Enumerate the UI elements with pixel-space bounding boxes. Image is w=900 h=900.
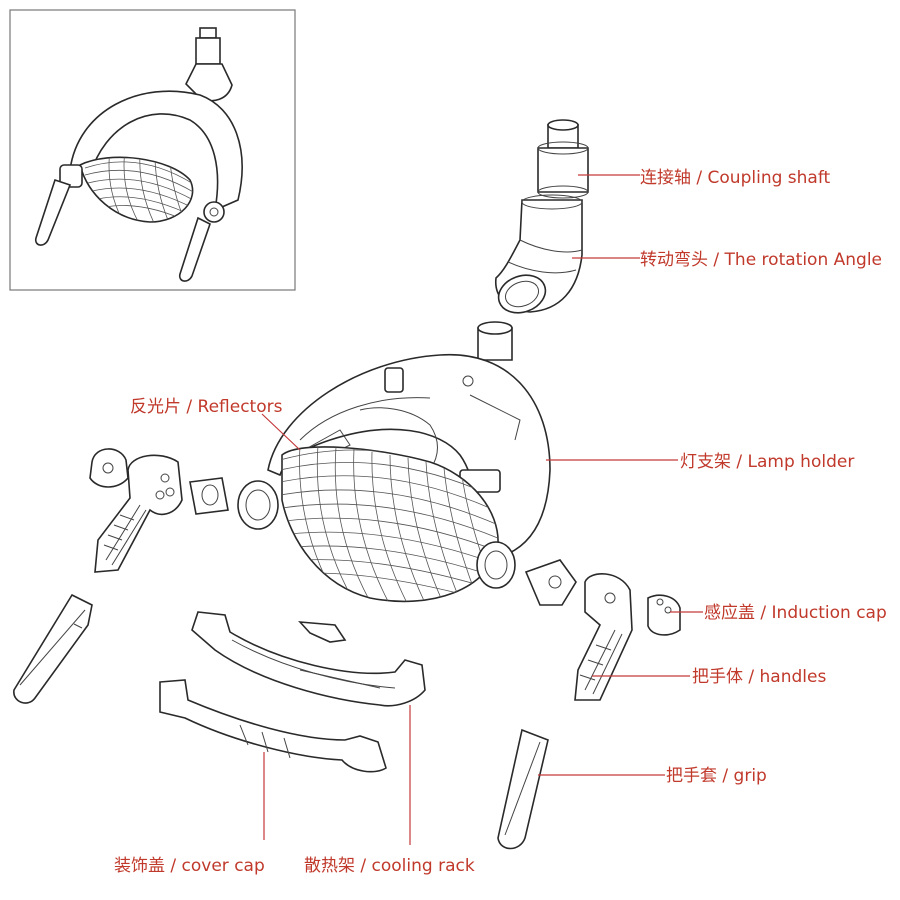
inset-left-pivot xyxy=(59,164,83,188)
inset-right-pivot xyxy=(203,201,225,223)
rotation-elbow xyxy=(495,194,583,314)
left-handle xyxy=(94,454,183,573)
assembled-view-inset xyxy=(9,9,296,291)
right-grip xyxy=(497,728,549,850)
coupling-shaft xyxy=(537,119,589,199)
label-cover-cap: 装饰盖 / cover cap xyxy=(114,856,265,876)
inset-arch xyxy=(69,90,243,212)
cover-cap xyxy=(159,679,387,773)
label-rotation-angle: 转动弯头 / The rotation Angle xyxy=(640,250,882,270)
inset-frame xyxy=(9,9,296,291)
right-handle xyxy=(574,573,633,701)
cooling-rack xyxy=(191,611,426,707)
callout-labels: 连接轴 / Coupling shaft 转动弯头 / The rotation… xyxy=(114,168,887,876)
left-induction-cap xyxy=(89,448,129,488)
left-connector xyxy=(189,477,229,515)
right-pivot-ring xyxy=(476,541,516,589)
right-induction-cap xyxy=(647,594,681,636)
small-clip xyxy=(298,621,347,643)
label-reflectors: 反光片 / Reflectors xyxy=(130,397,283,417)
label-grip: 把手套 / grip xyxy=(666,766,767,786)
left-pivot-ring xyxy=(237,480,279,530)
right-connector xyxy=(524,559,577,606)
label-coupling-shaft: 连接轴 / Coupling shaft xyxy=(640,168,831,188)
inset-reflector xyxy=(79,156,194,223)
label-cooling-rack: 散热架 / cooling rack xyxy=(304,856,475,876)
label-induction-cap: 感应盖 / Induction cap xyxy=(704,603,887,623)
label-lamp-holder: 灯支架 / Lamp holder xyxy=(680,452,854,472)
leader-reflectors xyxy=(261,413,301,451)
leader-lines xyxy=(261,174,703,845)
inset-coupling-shaft xyxy=(195,37,221,65)
left-grip xyxy=(13,593,93,704)
inset-left-handle xyxy=(34,178,72,246)
inset-right-handle xyxy=(178,216,211,282)
label-handles: 把手体 / handles xyxy=(692,667,826,687)
inset-coupling-top xyxy=(199,27,217,39)
